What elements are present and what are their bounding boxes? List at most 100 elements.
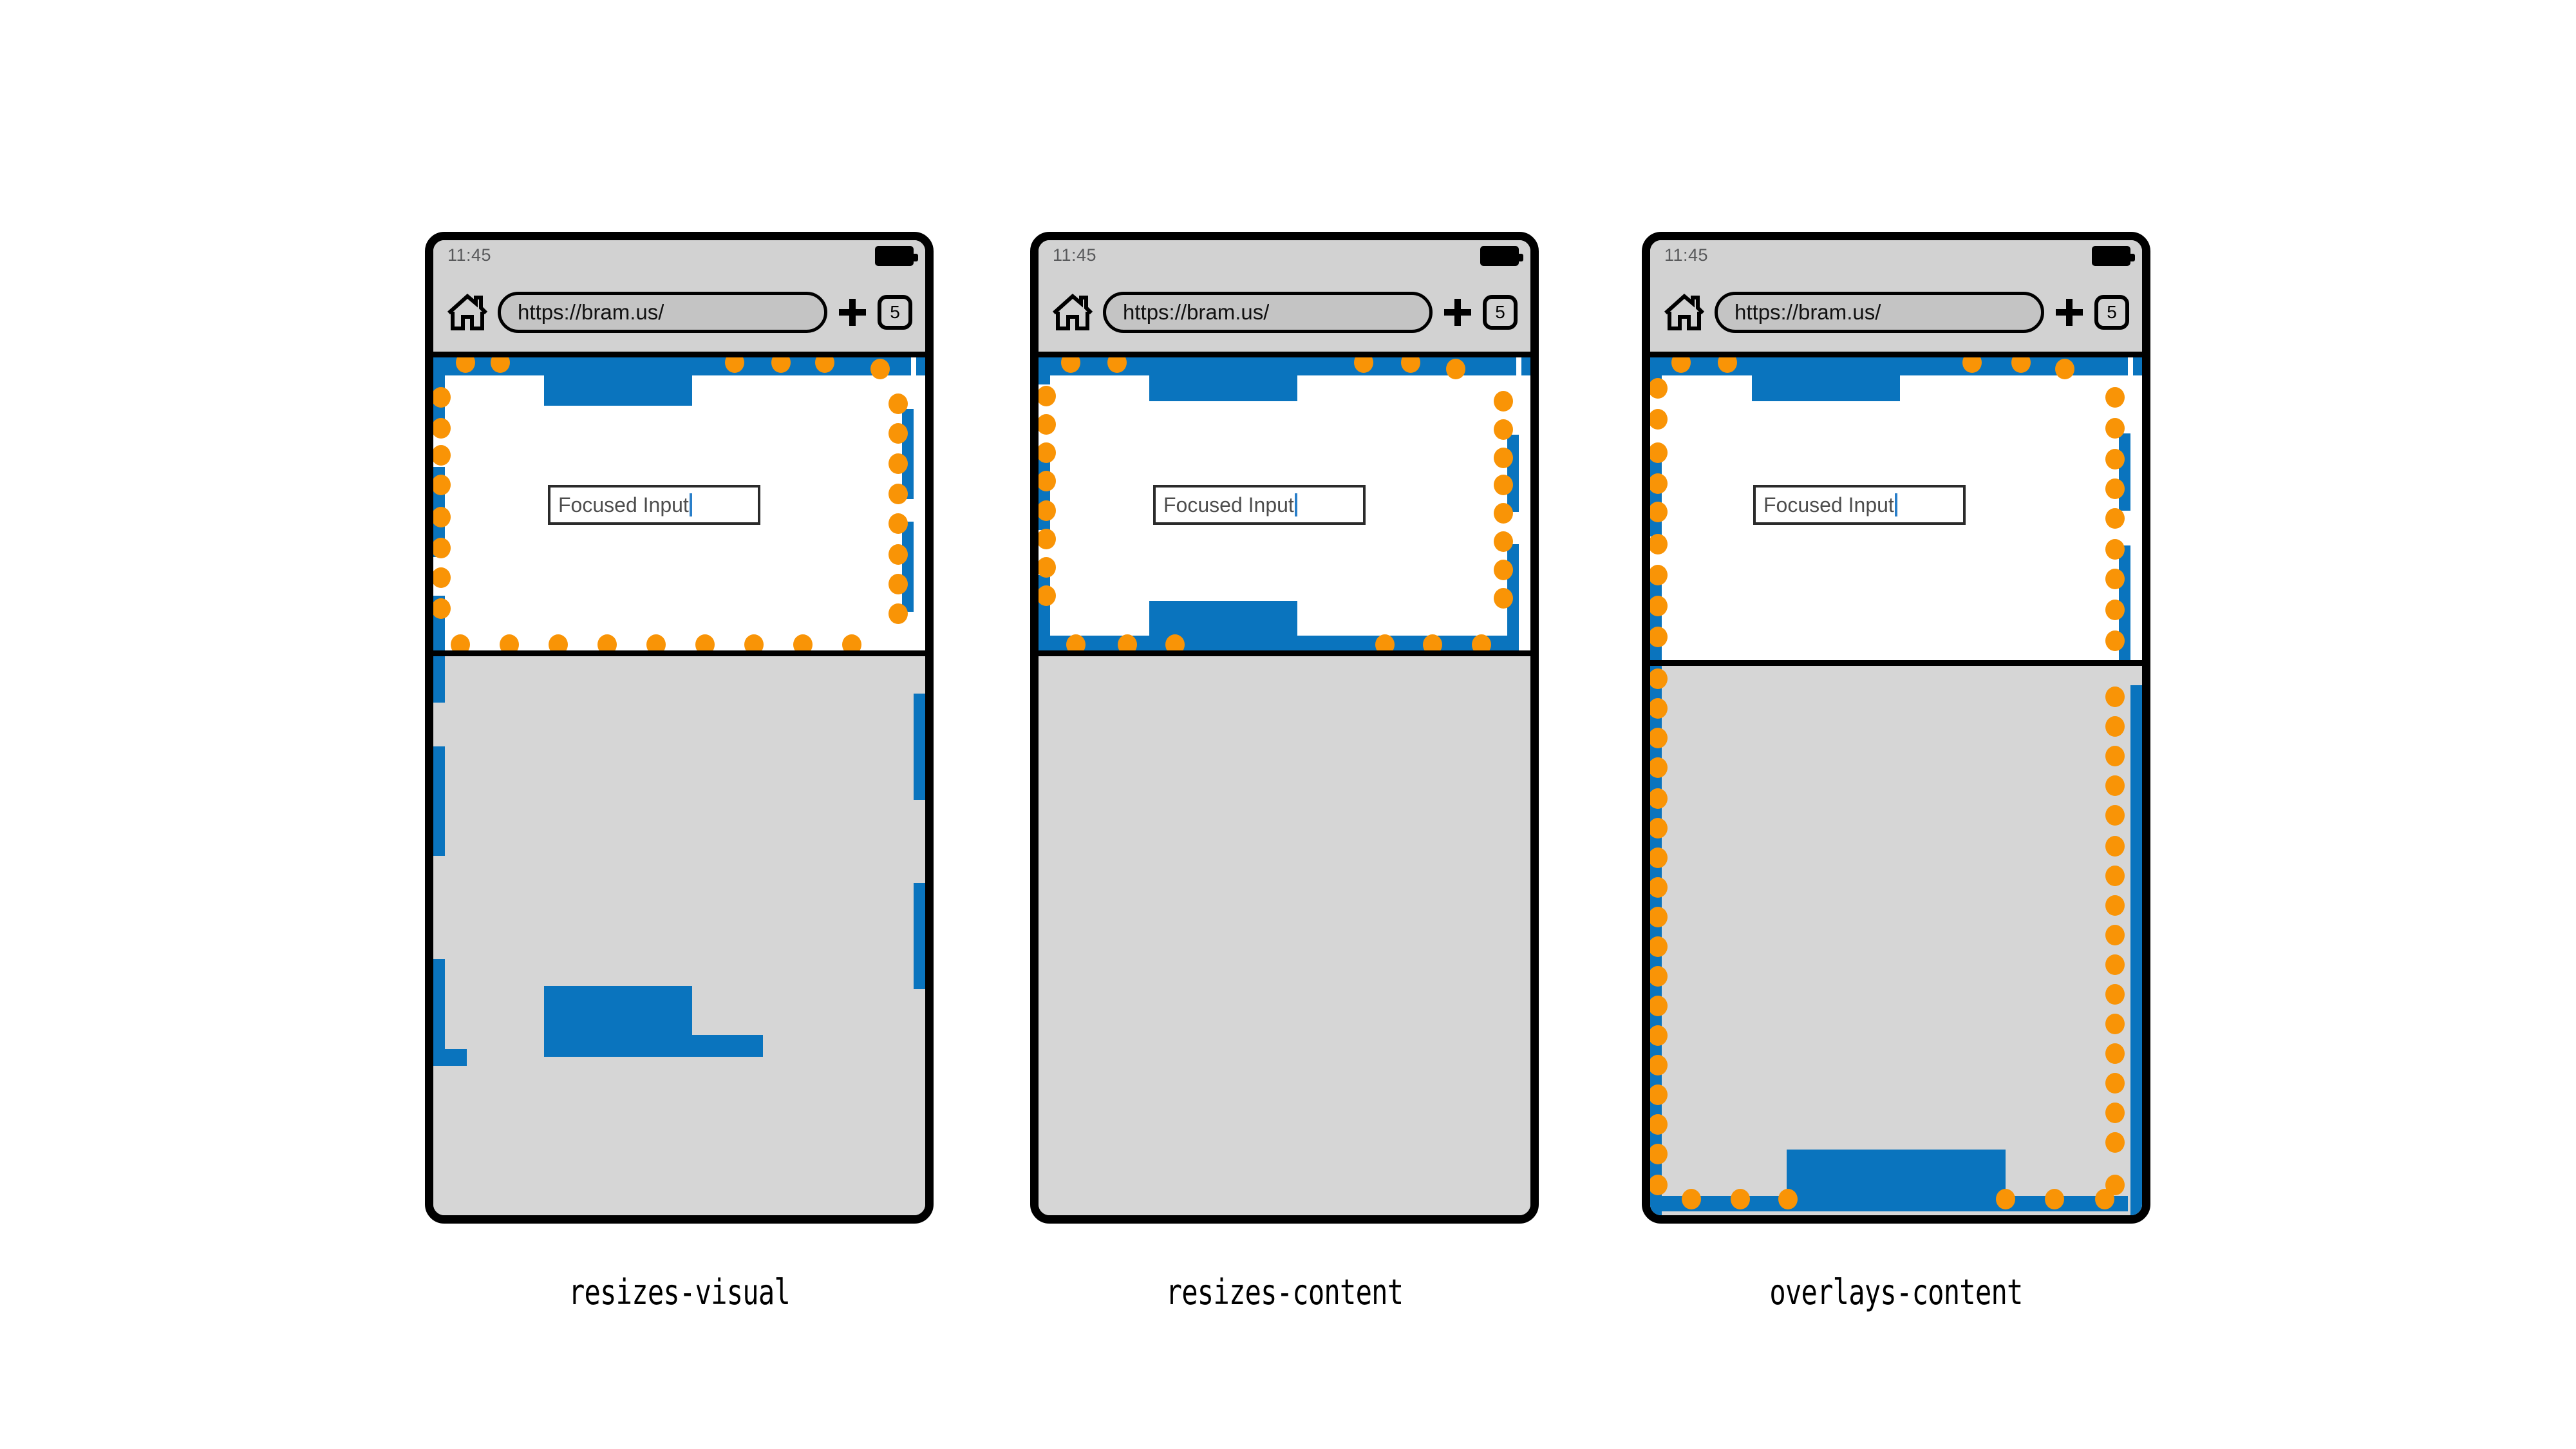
marker-dot bbox=[1165, 634, 1185, 650]
marker-dot bbox=[1494, 531, 1513, 552]
marker-dot bbox=[1650, 502, 1668, 522]
viewport-band-right-k2 bbox=[914, 883, 925, 989]
marker-dot bbox=[1996, 1189, 2015, 1209]
marker-dot bbox=[1650, 627, 1668, 647]
marker-dot bbox=[2105, 569, 2125, 589]
focused-input-value: Focused Input bbox=[1763, 493, 1894, 516]
focused-input[interactable]: Focused Input bbox=[1753, 485, 1966, 525]
marker-dot bbox=[1650, 442, 1668, 463]
viewport-band-corner bbox=[1521, 357, 1530, 375]
battery-icon bbox=[2092, 246, 2135, 266]
text-caret bbox=[1294, 493, 1297, 516]
browser-toolbar: https://bram.us/ 5 bbox=[1039, 274, 1530, 351]
marker-dot bbox=[2045, 1189, 2064, 1209]
marker-dot bbox=[1494, 503, 1513, 524]
marker-dot bbox=[1650, 818, 1668, 838]
marker-dot bbox=[1778, 1189, 1798, 1209]
viewport-band-right-k1 bbox=[914, 694, 925, 800]
marker-dot bbox=[2055, 359, 2074, 379]
phone-mockup-resizes-visual: 11:45 https://bram.us/ 5 bbox=[425, 232, 934, 1224]
viewport-band-corner bbox=[2133, 357, 2142, 375]
browser-chrome: 11:45 https://bram.us/ 5 bbox=[1039, 240, 1530, 357]
content-block-top bbox=[544, 357, 692, 406]
focused-input[interactable]: Focused Input bbox=[548, 485, 760, 525]
tab-count-button[interactable]: 5 bbox=[2094, 295, 2129, 330]
marker-dot bbox=[2105, 1043, 2125, 1064]
plus-icon[interactable] bbox=[2053, 296, 2085, 328]
plus-icon[interactable] bbox=[1442, 296, 1474, 328]
marker-dot bbox=[842, 634, 861, 650]
marker-dot bbox=[1650, 668, 1668, 689]
viewport-band-right-2 bbox=[902, 522, 914, 612]
tab-count-button[interactable]: 5 bbox=[1483, 295, 1518, 330]
marker-dot bbox=[2105, 746, 2125, 766]
marker-dot bbox=[1039, 557, 1056, 578]
viewport-band-left-k2 bbox=[433, 746, 445, 856]
marker-dot bbox=[1650, 757, 1668, 778]
marker-dot bbox=[1494, 588, 1513, 609]
web-content-region: Focused Input bbox=[1650, 357, 2142, 660]
home-icon[interactable] bbox=[1051, 292, 1094, 332]
marker-dot bbox=[1650, 788, 1668, 809]
region-divider bbox=[433, 650, 925, 656]
region-divider bbox=[1039, 650, 1530, 656]
keyboard-region bbox=[433, 656, 925, 1215]
marker-dot bbox=[1118, 634, 1137, 650]
marker-dot bbox=[1650, 1175, 1668, 1195]
marker-dot bbox=[1423, 634, 1442, 650]
viewport-band-left-k4 bbox=[433, 1049, 467, 1066]
marker-dot bbox=[1650, 473, 1668, 494]
battery-icon bbox=[875, 246, 918, 266]
url-bar[interactable]: https://bram.us/ bbox=[1103, 292, 1433, 333]
tab-count-label: 5 bbox=[890, 302, 900, 322]
home-icon[interactable] bbox=[1663, 292, 1706, 332]
focused-input-value: Focused Input bbox=[1163, 493, 1294, 516]
marker-dot bbox=[2105, 775, 2125, 796]
content-block-top bbox=[1752, 357, 1900, 401]
marker-dot bbox=[433, 445, 451, 466]
marker-dot bbox=[1650, 966, 1668, 987]
plus-icon[interactable] bbox=[836, 296, 869, 328]
marker-dot bbox=[433, 418, 451, 439]
status-time: 11:45 bbox=[447, 245, 492, 265]
marker-dot bbox=[870, 359, 890, 379]
marker-dot bbox=[2105, 866, 2125, 886]
marker-dot bbox=[1494, 475, 1513, 495]
url-bar[interactable]: https://bram.us/ bbox=[1715, 292, 2044, 333]
caption-resizes-visual: resizes-visual bbox=[568, 1272, 791, 1312]
marker-dot bbox=[1650, 936, 1668, 957]
marker-dot bbox=[1446, 359, 1465, 379]
browser-chrome: 11:45 https://bram.us/ 5 bbox=[1650, 240, 2142, 357]
url-bar[interactable]: https://bram.us/ bbox=[498, 292, 827, 333]
marker-dot bbox=[2105, 925, 2125, 945]
tab-count-button[interactable]: 5 bbox=[878, 295, 912, 330]
marker-dot bbox=[2105, 836, 2125, 857]
phone-mockup-overlays-content: 11:45 https://bram.us/ 5 bbox=[1642, 232, 2150, 1224]
marker-dot bbox=[500, 634, 519, 650]
marker-dot bbox=[888, 513, 908, 534]
marker-dot bbox=[2105, 478, 2125, 499]
marker-dot bbox=[597, 634, 617, 650]
marker-dot bbox=[433, 475, 451, 495]
status-bar: 11:45 bbox=[1650, 240, 2142, 274]
focused-input[interactable]: Focused Input bbox=[1153, 485, 1366, 525]
marker-dot bbox=[1650, 1114, 1668, 1135]
home-icon[interactable] bbox=[446, 292, 489, 332]
marker-dot bbox=[2095, 1189, 2114, 1209]
marker-dot bbox=[1039, 386, 1056, 406]
marker-dot bbox=[1650, 596, 1668, 616]
marker-dot bbox=[2105, 1014, 2125, 1034]
viewport-band-left-3 bbox=[1650, 580, 1662, 660]
viewport-band-left-1 bbox=[1039, 357, 1050, 384]
marker-dot bbox=[2105, 508, 2125, 529]
marker-dot bbox=[1494, 560, 1513, 580]
marker-dot bbox=[1039, 500, 1056, 521]
marker-dot bbox=[744, 634, 764, 650]
browser-toolbar: https://bram.us/ 5 bbox=[1650, 274, 2142, 351]
browser-toolbar: https://bram.us/ 5 bbox=[433, 274, 925, 351]
marker-dot bbox=[2105, 418, 2125, 439]
marker-dot bbox=[888, 544, 908, 565]
marker-dot bbox=[549, 634, 568, 650]
marker-dot bbox=[888, 603, 908, 624]
